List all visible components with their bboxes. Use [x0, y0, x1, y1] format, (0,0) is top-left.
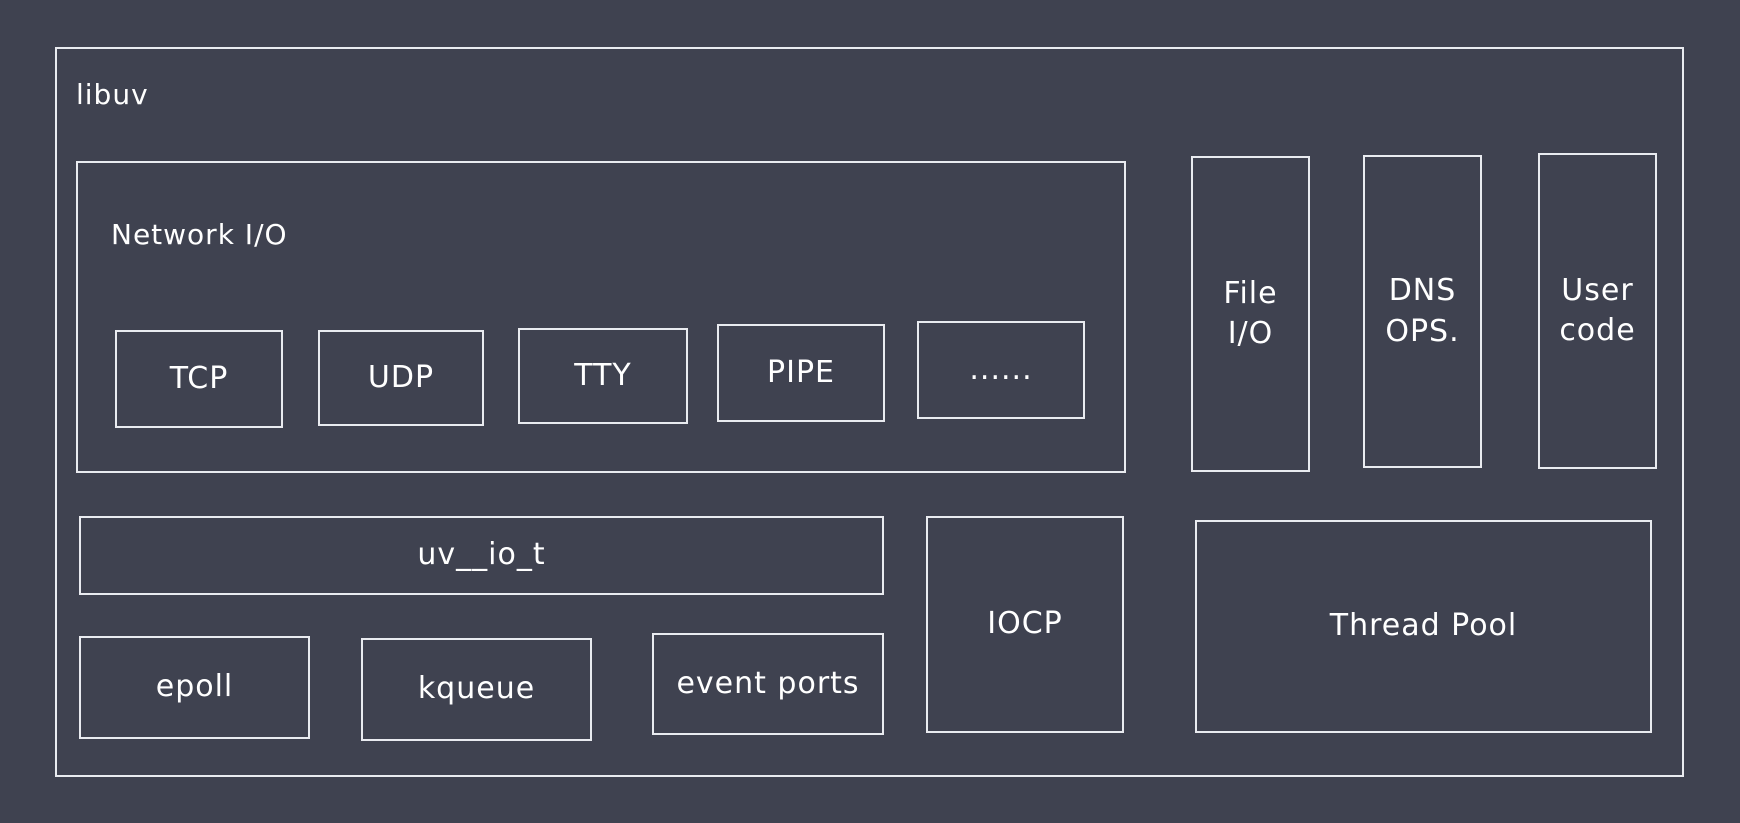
libuv-label: libuv — [76, 78, 149, 111]
libuv-container — [55, 47, 1684, 777]
network-io-group — [76, 161, 1126, 473]
file-io-line-1: File — [1223, 275, 1278, 311]
udp-box: UDP — [318, 330, 484, 426]
file-io-box: File I/O — [1191, 156, 1310, 472]
dns-ops-box: DNS OPS. — [1363, 155, 1482, 468]
dns-ops-line-2: OPS. — [1385, 313, 1460, 349]
user-code-line-1: User — [1561, 272, 1634, 308]
thread-pool-box: Thread Pool — [1195, 520, 1652, 733]
pipe-box: PIPE — [717, 324, 885, 422]
event-ports-box: event ports — [652, 633, 884, 735]
more-protocols-box: ...... — [917, 321, 1085, 419]
iocp-box: IOCP — [926, 516, 1124, 733]
tcp-box: TCP — [115, 330, 283, 428]
epoll-box: epoll — [79, 636, 310, 739]
dns-ops-line-1: DNS — [1388, 273, 1457, 308]
kqueue-box: kqueue — [361, 638, 592, 741]
tty-box: TTY — [518, 328, 688, 424]
user-code-line-2: code — [1559, 313, 1636, 348]
file-io-line-2: I/O — [1227, 316, 1274, 351]
user-code-box: User code — [1538, 153, 1657, 469]
uv-io-t-box: uv__io_t — [79, 516, 884, 595]
network-io-label: Network I/O — [111, 218, 288, 251]
